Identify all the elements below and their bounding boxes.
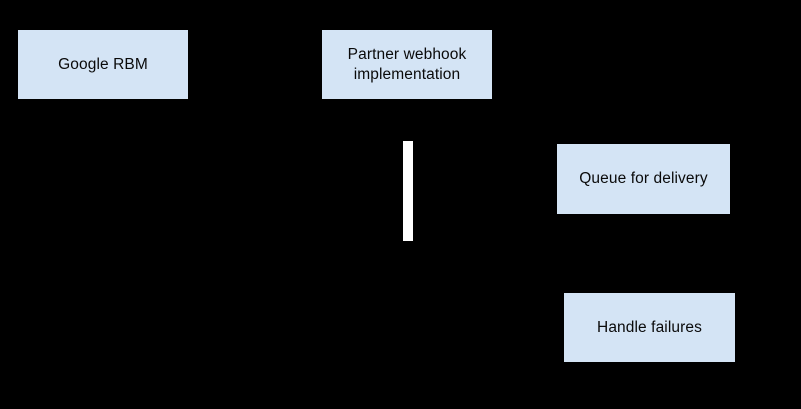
diagram-node-queue-for-delivery[interactable]: Queue for delivery	[557, 144, 730, 214]
diagram-node-partner-webhook-implementation[interactable]: Partner webhook implementation	[322, 30, 492, 99]
diagram-node-handle-failures[interactable]: Handle failures	[564, 293, 735, 362]
diagram-node-google-rbm[interactable]: Google RBM	[18, 30, 188, 99]
vertical-connector-bar	[403, 141, 413, 241]
